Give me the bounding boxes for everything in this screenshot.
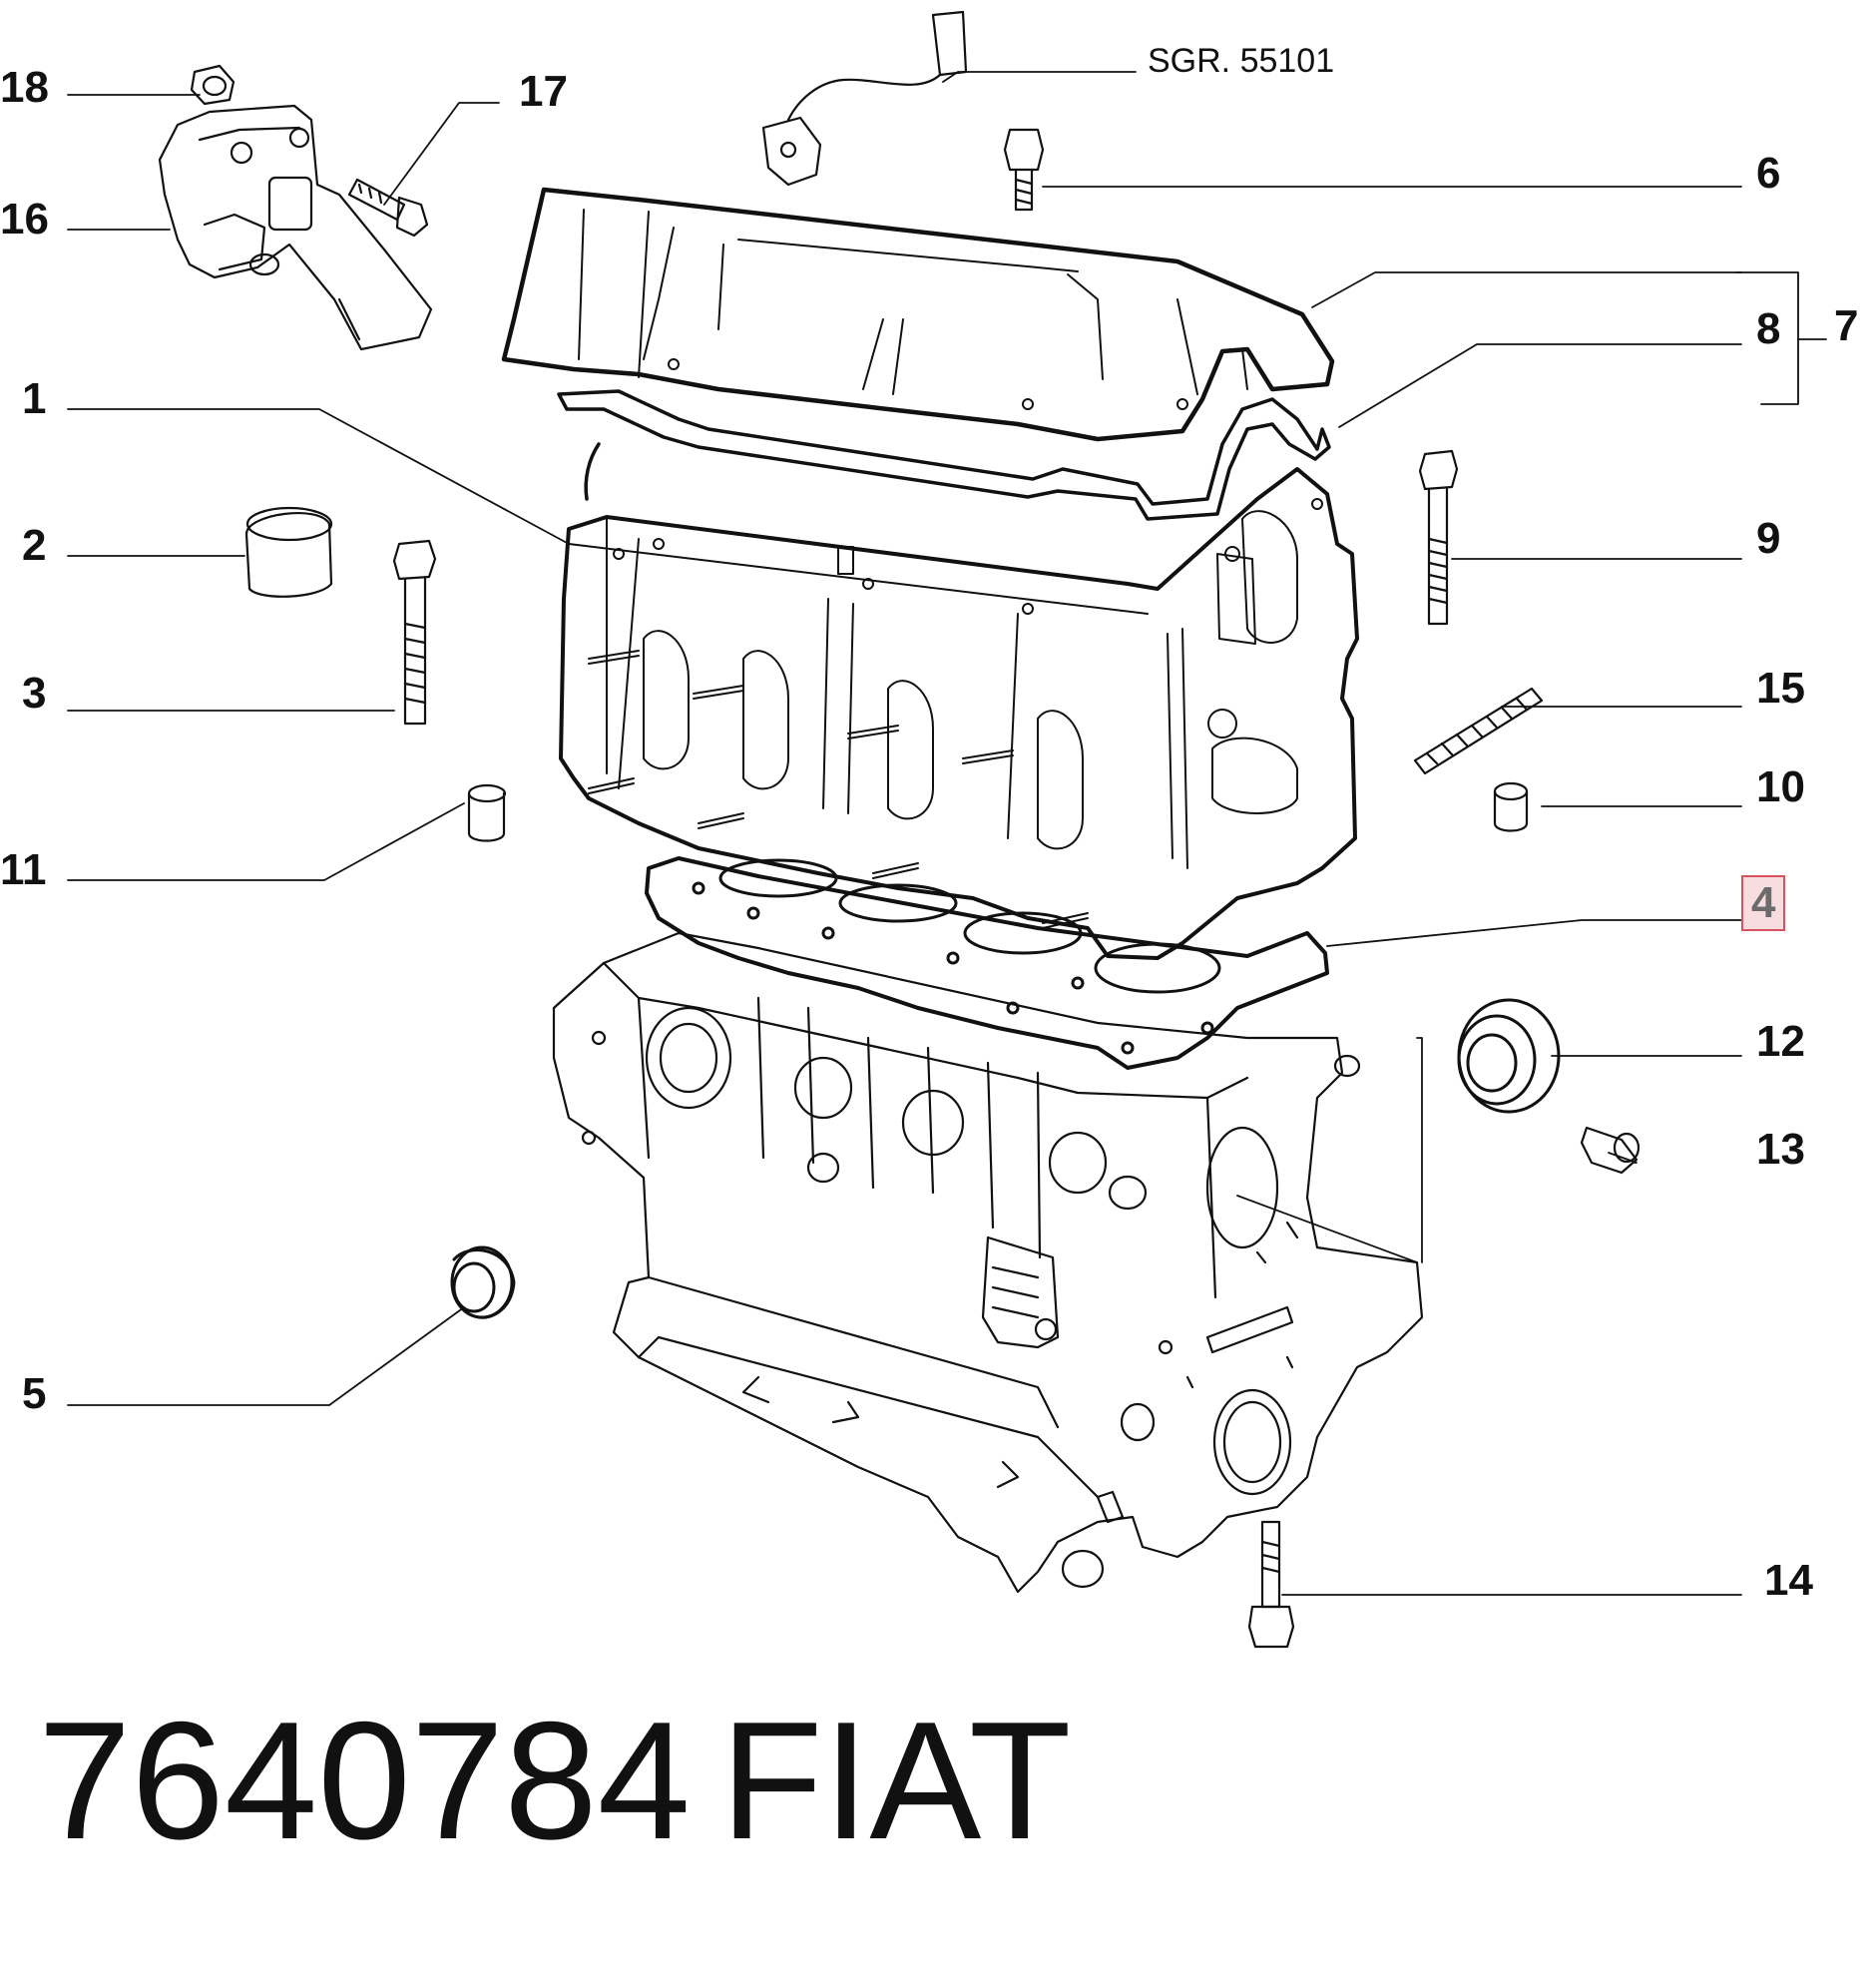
callout-15: 15 (1756, 664, 1805, 713)
callout-9: 9 (1756, 514, 1781, 563)
part-17-bolt (347, 178, 429, 238)
callout-8: 8 (1756, 304, 1781, 353)
callout-3: 3 (22, 669, 47, 718)
callout-16: 16 (0, 195, 49, 244)
callout-13: 13 (1756, 1125, 1805, 1174)
part-10-bush (1493, 781, 1529, 832)
part-number: 7640784 (38, 1687, 692, 1874)
callout-7: 7 (1834, 301, 1859, 350)
callout-14: 14 (1764, 1556, 1813, 1605)
callout-10: 10 (1756, 762, 1805, 811)
part-3-bolt (392, 539, 437, 726)
callout-2: 2 (22, 521, 47, 570)
part-4-head-gasket (645, 856, 1329, 1070)
part-7-valve-cover (501, 187, 1335, 442)
part-9-bolt (1418, 449, 1459, 626)
callout-11: 11 (0, 845, 47, 894)
part-13-plug (1580, 1126, 1641, 1175)
part-2-cap (244, 506, 333, 598)
part-8-cover-gasket (557, 389, 1331, 521)
callout-18: 18 (0, 63, 49, 112)
part-18-nut (190, 64, 235, 106)
brand-name: FIAT (720, 1687, 1072, 1874)
callout-4-highlighted[interactable]: 4 (1741, 875, 1786, 931)
engine-block (552, 931, 1424, 1594)
part-1-head-detail (568, 498, 1323, 929)
callout-17: 17 (519, 67, 568, 116)
callout-12: 12 (1756, 1017, 1805, 1066)
callout-5: 5 (22, 1369, 47, 1418)
part-15-stud (1413, 687, 1544, 775)
part-4-gasket-bores (692, 858, 1221, 1055)
part-14-bolt (1247, 1520, 1295, 1649)
part-5-seal (450, 1245, 516, 1319)
callout-1: 1 (22, 374, 47, 423)
callout-6: 6 (1756, 149, 1781, 198)
part-6-bolt (1003, 128, 1045, 212)
sensor-label: SGR. 55101 (1148, 42, 1335, 80)
part-7-cover-detail (578, 209, 1248, 410)
part-12-seal (1457, 998, 1561, 1114)
leader-lines (67, 71, 1827, 1596)
part-16-bracket (158, 104, 433, 351)
part-11-bush (467, 783, 507, 842)
part-1-cylinder-head (559, 467, 1359, 960)
part-sensor-sgr-55101 (761, 10, 968, 187)
